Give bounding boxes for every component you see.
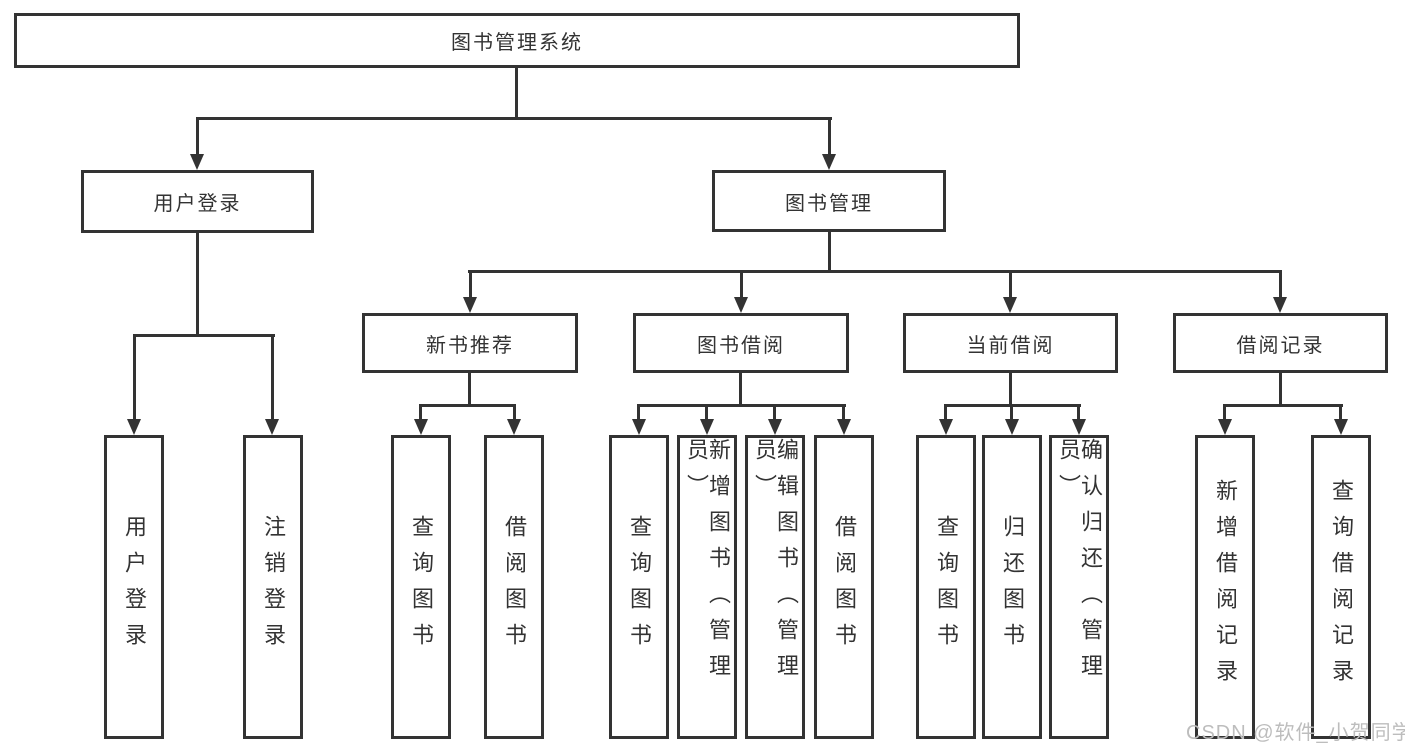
connector-drop-borrow-record [1279, 272, 1282, 298]
connector-book-mgmt-stem [828, 232, 831, 272]
arrow-down-icon [939, 419, 953, 435]
node-library-management-system: 图书管理系统 [14, 13, 1020, 68]
connector-drop-nb-borrow [513, 406, 516, 419]
arrow-down-icon [1273, 297, 1287, 313]
leaf-query-books-recommend: 查询图书 [391, 435, 451, 739]
connector-user-login-stem [196, 233, 199, 337]
connector-new-book-rec-bus [419, 404, 516, 407]
arrow-down-icon [1072, 419, 1086, 435]
node-new-book-recommendation: 新书推荐 [362, 313, 578, 373]
connector-root-stem [515, 68, 518, 118]
connector-book-borrow-stem [739, 373, 742, 406]
arrow-down-icon [768, 419, 782, 435]
connector-borrow-record-stem [1279, 373, 1282, 406]
node-borrowing-records: 借阅记录 [1173, 313, 1388, 373]
csdn-watermark: CSDN @软件_小贺同学 [1186, 722, 1405, 744]
connector-drop-br-add [1223, 406, 1226, 419]
arrow-down-icon [1003, 297, 1017, 313]
connector-drop-cb-confirm [1077, 406, 1080, 419]
arrow-down-icon [822, 154, 836, 170]
connector-drop-br-query [1339, 406, 1342, 419]
node-user-login: 用户登录 [81, 170, 314, 233]
connector-drop-cb-query [944, 406, 947, 419]
connector-book-mgmt-bus [468, 270, 1282, 273]
leaf-query-books: 查询图书 [609, 435, 669, 739]
connector-drop-current-borrow [1009, 272, 1012, 298]
arrow-down-icon [127, 419, 141, 435]
leaf-query-borrow-record: 查询借阅记录 [1311, 435, 1371, 739]
arrow-down-icon [414, 419, 428, 435]
connector-drop-cb-return [1010, 406, 1013, 419]
leaf-edit-books-admin: 编辑图书（管理员） [745, 435, 805, 739]
arrow-down-icon [190, 154, 204, 170]
leaf-borrow-books: 借阅图书 [814, 435, 874, 739]
connector-drop-bb-borrow [842, 406, 845, 419]
connector-drop-book-borrow [740, 272, 743, 298]
arrow-down-icon [734, 297, 748, 313]
arrow-down-icon [632, 419, 646, 435]
connector-drop-bb-edit [773, 406, 776, 419]
arrow-down-icon [463, 297, 477, 313]
node-current-borrowing: 当前借阅 [903, 313, 1118, 373]
arrow-down-icon [837, 419, 851, 435]
connector-current-borrow-bus [944, 404, 1081, 407]
arrow-down-icon [700, 419, 714, 435]
connector-user-login-bus [133, 334, 275, 337]
leaf-add-borrow-record: 新增借阅记录 [1195, 435, 1255, 739]
node-book-borrowing: 图书借阅 [633, 313, 849, 373]
leaf-return-books: 归还图书 [982, 435, 1042, 739]
connector-drop-book-mgmt [828, 119, 831, 155]
connector-borrow-record-bus [1223, 404, 1343, 407]
leaf-query-books-current: 查询图书 [916, 435, 976, 739]
leaf-borrow-books-recommend: 借阅图书 [484, 435, 544, 739]
leaf-user-login: 用户登录 [104, 435, 164, 739]
arrow-down-icon [265, 419, 279, 435]
connector-drop-leaf-logout [271, 336, 274, 419]
connector-drop-leaf-user-login [133, 336, 136, 419]
connector-drop-user-login [196, 119, 199, 155]
connector-drop-new-book-rec [469, 272, 472, 298]
arrow-down-icon [1334, 419, 1348, 435]
arrow-down-icon [1218, 419, 1232, 435]
connector-current-borrow-stem [1009, 373, 1012, 406]
connector-drop-bb-add [705, 406, 708, 419]
arrow-down-icon [1005, 419, 1019, 435]
leaf-add-books-admin: 新增图书（管理员） [677, 435, 737, 739]
leaf-logout: 注销登录 [243, 435, 303, 739]
leaf-confirm-return-admin: 确认归还（管理员） [1049, 435, 1109, 739]
connector-drop-nb-query [419, 406, 422, 419]
node-book-management: 图书管理 [712, 170, 946, 232]
connector-drop-bb-query [637, 406, 640, 419]
arrow-down-icon [507, 419, 521, 435]
connector-new-book-rec-stem [468, 373, 471, 406]
connector-root-bus [196, 117, 832, 120]
connector-book-borrow-bus [637, 404, 846, 407]
